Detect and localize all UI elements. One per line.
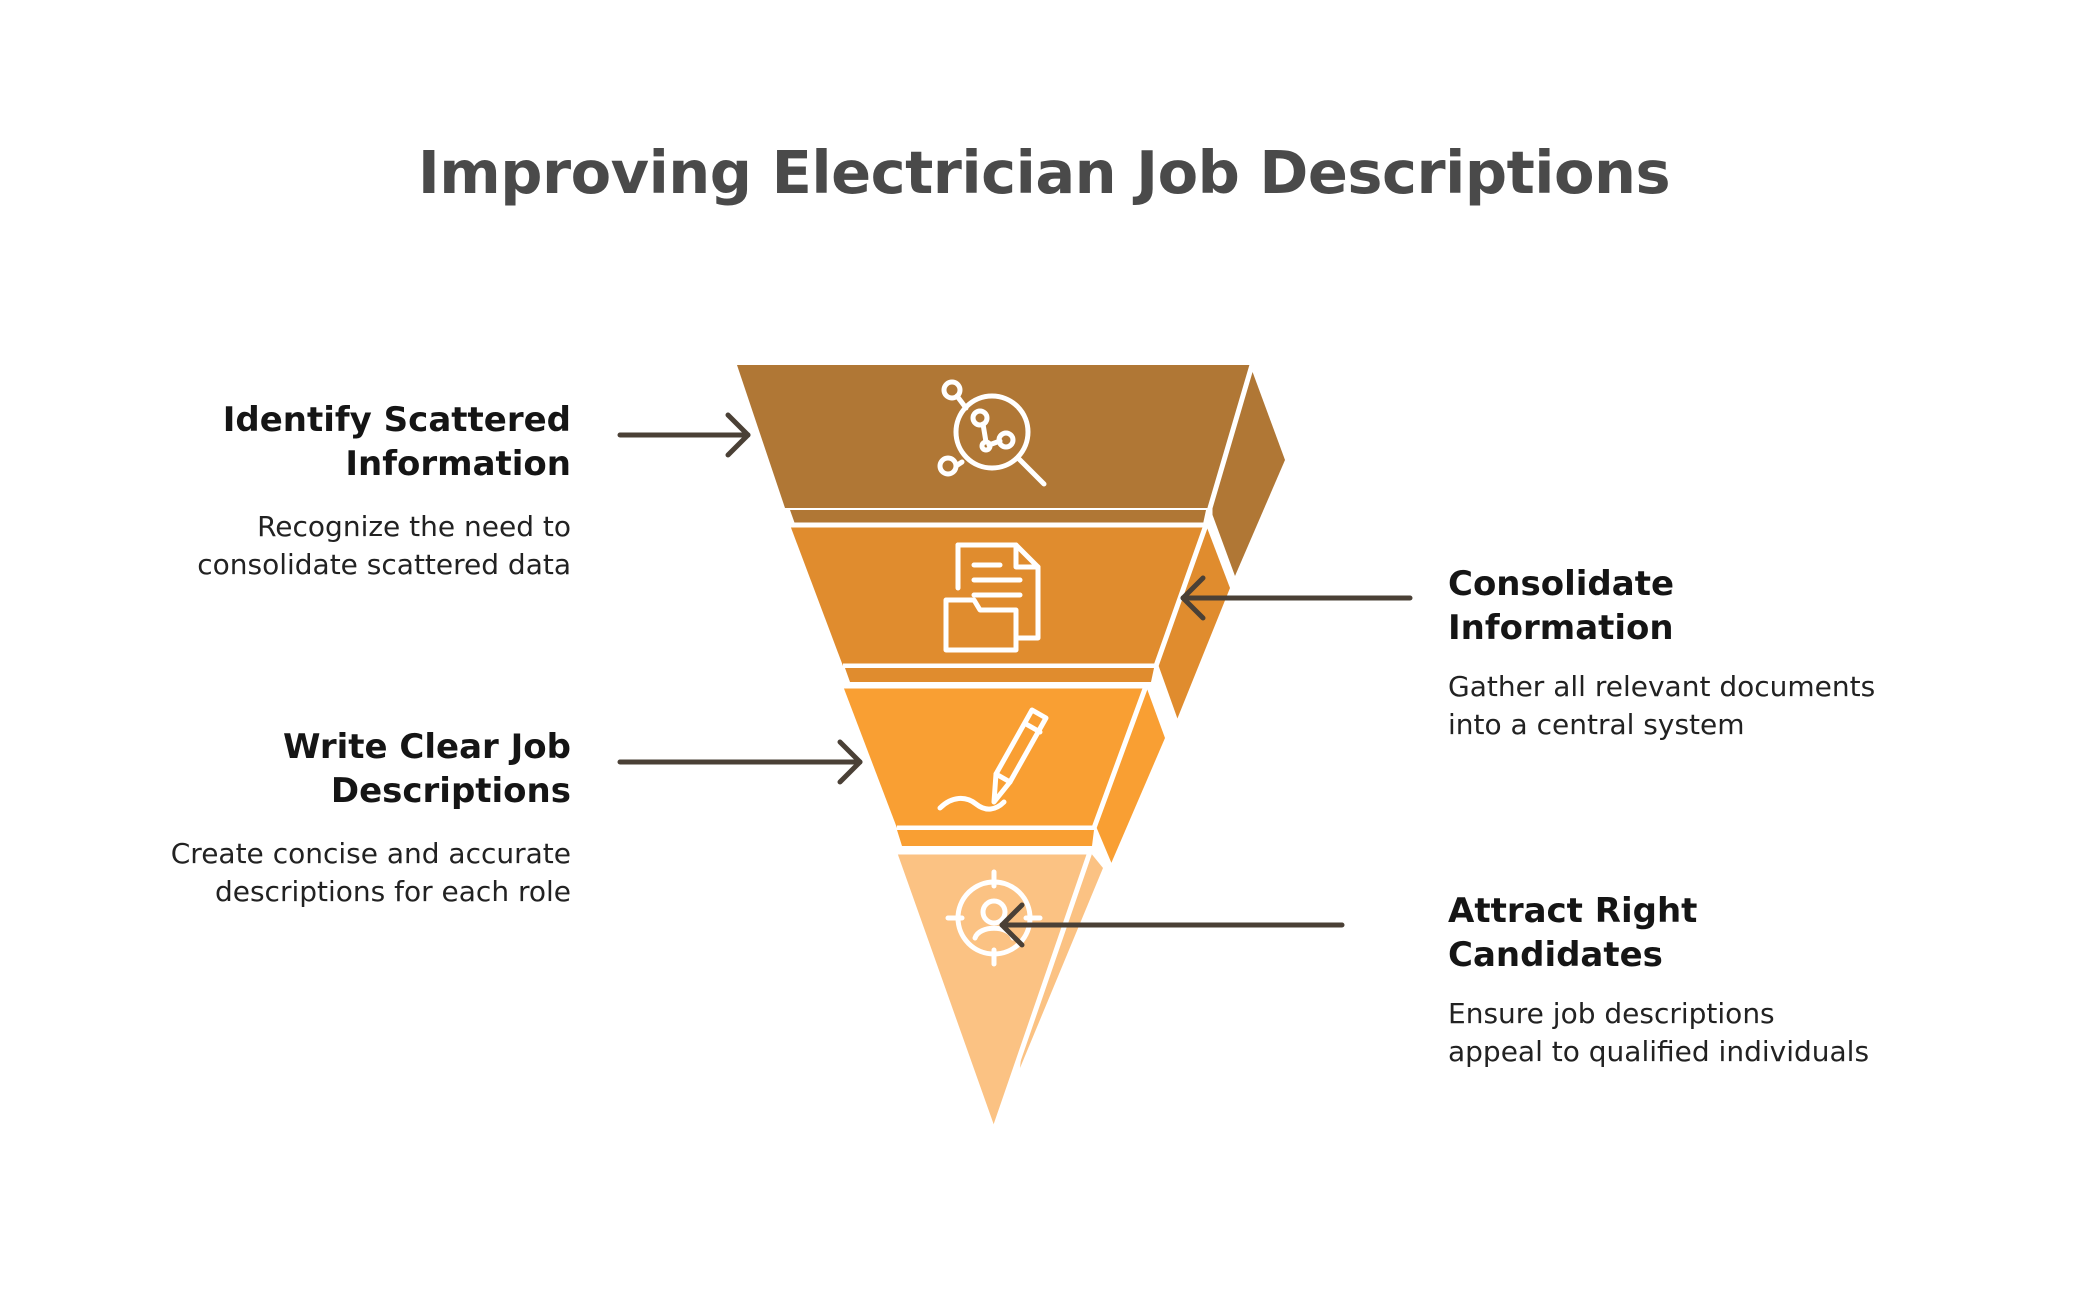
level-4-face (897, 852, 1090, 1128)
funnel-level-4 (897, 830, 1103, 1129)
arrow-step-2 (1180, 575, 1413, 621)
level-2-ledge (790, 510, 1206, 524)
step-3-description: Create concise and accurate descriptions… (170, 837, 571, 908)
step-4-label: Attract Right Candidates Ensure job desc… (1448, 889, 1878, 1071)
step-1-description: Recognize the need to consolidate scatte… (197, 510, 571, 581)
level-3-ledge (845, 668, 1154, 682)
step-4-description: Ensure job descriptions appeal to qualif… (1448, 997, 1870, 1068)
step-1-label: Identify Scattered Information Recognize… (111, 398, 571, 584)
data-search-icon (937, 379, 1047, 487)
step-2-description: Gather all relevant documents into a cen… (1448, 670, 1876, 741)
step-2-heading: Consolidate Information (1448, 564, 1675, 648)
arrow-step-3 (617, 739, 863, 785)
level-2-side (1156, 525, 1230, 722)
step-2-label: Consolidate Information Gather all relev… (1448, 562, 1878, 744)
pen-writing-icon (937, 707, 1049, 812)
step-1-heading: Identify Scattered Information (222, 400, 571, 484)
arrow-step-1 (617, 412, 751, 458)
level-1-side (1210, 365, 1285, 576)
diagram-title: Improving Electrician Job Descriptions (417, 138, 1671, 207)
level-3-side (1094, 686, 1165, 866)
level-4-side (1020, 852, 1103, 1068)
documents-folder-icon (943, 542, 1041, 653)
level-4-ledge (897, 830, 1094, 846)
step-4-heading: Attract Right Candidates (1448, 891, 1698, 975)
funnel-level-3 (843, 668, 1165, 867)
step-3-heading: Write Clear Job Descriptions (282, 727, 571, 811)
level-1-face (737, 365, 1252, 508)
arrow-step-4 (999, 902, 1345, 948)
step-3-label: Write Clear Job Descriptions Create conc… (111, 725, 571, 911)
level-3-face (843, 686, 1146, 828)
funnel-level-1 (737, 364, 1285, 576)
